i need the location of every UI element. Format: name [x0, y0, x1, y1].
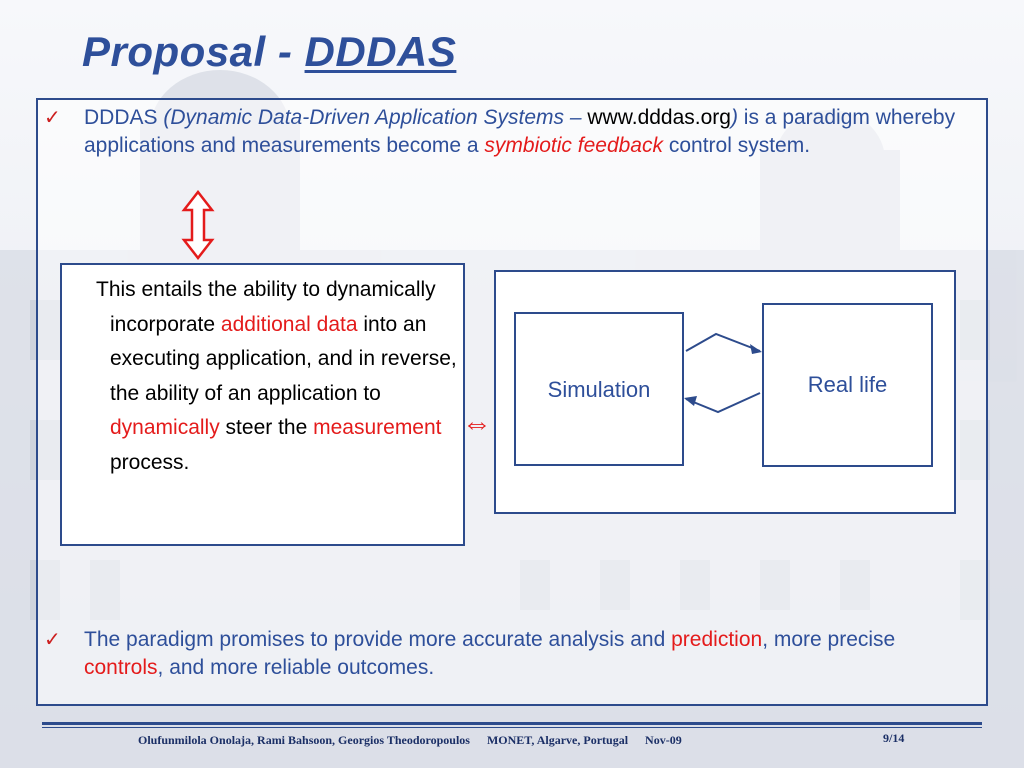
entails-text-box: This entails the ability to dynamically … — [60, 263, 465, 546]
arrow-real-to-sim — [685, 392, 761, 414]
entails-text-3: steer the — [219, 416, 314, 439]
text-paradigm: is a paradigm whereby applications and m… — [84, 106, 956, 157]
text-more-precise: , more precise — [762, 628, 896, 651]
text-controls: controls — [84, 656, 158, 679]
checkmark-icon: ✓ — [44, 629, 61, 651]
dddas-url-link[interactable]: www.dddas.org — [587, 106, 731, 129]
footer-divider — [42, 722, 982, 725]
entails-text-2: into an executing application, and in re… — [110, 312, 457, 405]
title-dddas-link[interactable]: DDDAS — [304, 28, 457, 75]
footer-divider-thin — [42, 727, 982, 728]
page-number: 9/14 — [883, 731, 905, 745]
arrow-sim-to-real — [685, 332, 761, 352]
entails-paragraph: This entails the ability to dynamically … — [96, 273, 460, 480]
simulation-label: Simulation — [547, 377, 651, 402]
relation-arrow-icon: ⇔ — [462, 407, 492, 440]
entails-text-4: process. — [110, 450, 190, 474]
slide-footer: Olufunmilola Onolaja, Rami Bahsoon, Geor… — [138, 733, 696, 748]
slide-title: Proposal - DDDAS — [82, 28, 456, 76]
text-symbiotic-feedback: symbiotic feedback — [484, 134, 663, 157]
footer-venue: MONET, Algarve, Portugal — [486, 733, 629, 747]
entails-measurement: measurement — [313, 416, 442, 439]
text-expansion: (Dynamic Data-Driven Application Systems… — [163, 106, 588, 129]
arrowhead-to-real — [750, 344, 762, 354]
entails-text-1: This entails the ability to dynamically … — [96, 278, 436, 336]
real-life-label: Real life — [807, 372, 888, 397]
checkmark-icon: ✓ — [44, 107, 61, 129]
simulation-real-life-diagram: Simulation Real life — [494, 270, 956, 514]
footer-authors: Olufunmilola Onolaja, Rami Bahsoon, Geor… — [138, 733, 470, 747]
bullet-promises-text: The paradigm promises to provide more ac… — [84, 626, 964, 682]
title-prefix: Proposal - — [82, 28, 305, 75]
entails-dynamically: dynamically — [110, 416, 220, 439]
bullet-dddas-definition: ✓ DDDAS (Dynamic Data-Driven Application… — [44, 104, 964, 160]
text-dddas: DDDAS — [84, 106, 164, 129]
text-outcomes: , and more reliable outcomes. — [157, 656, 435, 679]
text-control-system: control system. — [663, 134, 811, 157]
text-prediction: prediction — [671, 628, 763, 651]
footer-date: Nov-09 — [645, 733, 682, 747]
vertical-double-arrow-icon — [181, 190, 215, 260]
feedback-arrows — [684, 332, 762, 414]
bullet-dddas-text: DDDAS (Dynamic Data-Driven Application S… — [84, 104, 964, 160]
entails-additional-data: additional data — [220, 312, 358, 336]
simulation-node: Simulation — [514, 312, 684, 466]
arrowhead-to-sim — [684, 396, 697, 406]
real-life-node: Real life — [762, 303, 933, 467]
text-close-paren: ) — [730, 106, 738, 129]
bullet-paradigm-promises: ✓ The paradigm promises to provide more … — [44, 626, 964, 682]
text-promises: The paradigm promises to provide more ac… — [84, 628, 672, 651]
